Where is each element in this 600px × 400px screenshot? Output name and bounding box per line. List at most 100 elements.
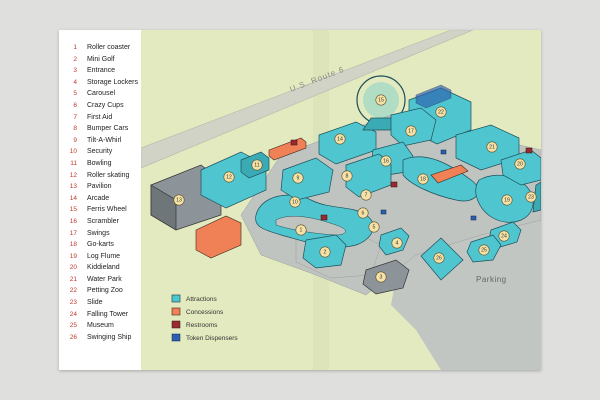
- legend-item-label: Slide: [87, 299, 103, 307]
- parking-label: Parking: [476, 275, 507, 284]
- map-marker-circle: [289, 196, 301, 208]
- legend-item-label: Scrambler: [87, 217, 119, 225]
- legend-item-number: 6: [73, 101, 77, 109]
- map-marker-circle: [405, 125, 417, 137]
- legend-item: 8 Bumper Cars: [65, 123, 138, 135]
- map-marker-circle: [486, 141, 498, 153]
- map-marker: 20: [514, 158, 526, 170]
- map-marker: 6: [357, 207, 369, 219]
- map-marker: 13: [173, 194, 185, 206]
- legend-item-label: Falling Tower: [87, 310, 129, 318]
- map-marker: 17: [405, 125, 417, 137]
- map-marker-number: 20: [517, 161, 523, 167]
- legend-item-label: Bowling: [87, 159, 112, 167]
- map-marker-circle: [319, 246, 331, 258]
- legend-item-label: Crazy Cups: [87, 101, 124, 109]
- legend-item-label: Log Flume: [87, 252, 121, 260]
- map-marker-circle: [514, 158, 526, 170]
- map-marker: 9: [292, 172, 304, 184]
- map-marker: 4: [391, 237, 403, 249]
- legend-item: 4 Storage Lockers: [65, 77, 138, 89]
- key-label-attractions: Attractions: [186, 296, 217, 303]
- legend-item: 5 Carousel: [65, 88, 138, 100]
- map-marker-circle: [375, 94, 387, 106]
- legend-item-number: 18: [69, 241, 77, 249]
- restroom-4: [320, 214, 328, 221]
- key-swatch-concessions: [171, 307, 181, 316]
- token-dispenser-2: [470, 215, 477, 221]
- legend-item-number: 17: [69, 229, 77, 237]
- legend-item-label: Arcade: [87, 194, 110, 202]
- legend-item-label: Roller skating: [87, 171, 130, 179]
- map-marker: 1: [295, 224, 307, 236]
- token-dispenser-1: [380, 209, 387, 215]
- map-marker: 11: [251, 159, 263, 171]
- map-marker-number: 4: [396, 240, 399, 246]
- legend-item-number: 1: [73, 44, 77, 51]
- map-marker: 24: [498, 230, 510, 242]
- restroom-2: [390, 181, 398, 188]
- map-marker-circle: [435, 106, 447, 118]
- legend-item-number: 23: [69, 299, 77, 307]
- map-marker-circle: [498, 230, 510, 242]
- legend-item-label: Water Park: [87, 275, 122, 283]
- legend-item-number: 3: [73, 67, 77, 75]
- key-swatch-token-dispensers: [171, 333, 181, 342]
- map-marker-number: 21: [489, 144, 495, 150]
- key-swatch-attractions: [171, 294, 181, 303]
- map-marker-number: 10: [292, 199, 298, 205]
- legend-item-number: 5: [73, 90, 77, 98]
- map-marker: 14: [334, 133, 346, 145]
- map-marker: 15: [375, 94, 387, 106]
- map-marker-number: 6: [362, 210, 365, 216]
- legend-item: 23 Slide: [65, 297, 138, 309]
- map-marker-number: 18: [420, 176, 426, 182]
- map-marker-circle: [173, 194, 185, 206]
- legend-item-label: Carousel: [87, 90, 116, 98]
- map-marker-circle: [501, 194, 513, 206]
- legend-item-number: 8: [73, 125, 77, 133]
- legend-item: 18 Go-karts: [65, 239, 138, 251]
- map-marker-circle: [251, 159, 263, 171]
- us-route-6-road: [141, 30, 474, 169]
- map-marker-number: 11: [254, 162, 259, 168]
- map-marker: 23: [525, 191, 537, 203]
- legend-item-number: 4: [73, 78, 77, 86]
- key-swatch-restrooms: [171, 320, 181, 329]
- map-marker-number: 17: [408, 128, 414, 134]
- map-marker: 12: [223, 171, 235, 183]
- legend-item-number: 7: [73, 113, 77, 121]
- legend-item-label: Tilt-A-Whirl: [87, 136, 122, 144]
- map-marker-number: 3: [380, 274, 383, 280]
- legend-item-label: Bumper Cars: [87, 125, 129, 133]
- map-marker-circle: [223, 171, 235, 183]
- map-marker-number: 5: [373, 224, 376, 230]
- legend-item-number: 13: [69, 183, 77, 191]
- restroom-3: [525, 147, 533, 154]
- token-dispenser-3: [440, 149, 447, 155]
- map-marker: 3: [375, 271, 387, 283]
- legend-item-label: Go-karts: [87, 241, 114, 249]
- legend-item-number: 19: [69, 252, 77, 260]
- map-key: Attractions Concessions Restrooms Token …: [171, 294, 238, 342]
- map-marker-circle: [525, 191, 537, 203]
- map-marker-number: 12: [226, 174, 232, 180]
- key-label-token-dispensers: Token Dispensers: [186, 335, 238, 342]
- map-marker: 10: [289, 196, 301, 208]
- map-marker-circle: [417, 173, 429, 185]
- map-marker: 26: [433, 252, 445, 264]
- tilt-a-whirl-area: [280, 157, 334, 201]
- legend-item-number: 26: [69, 333, 77, 341]
- park-map: U.S. Route 6 Parking: [141, 30, 541, 370]
- legend-item-label: Storage Lockers: [87, 78, 138, 86]
- map-marker-number: 23: [528, 194, 534, 200]
- map-marker-circle: [478, 244, 490, 256]
- map-marker-circle: [295, 224, 307, 236]
